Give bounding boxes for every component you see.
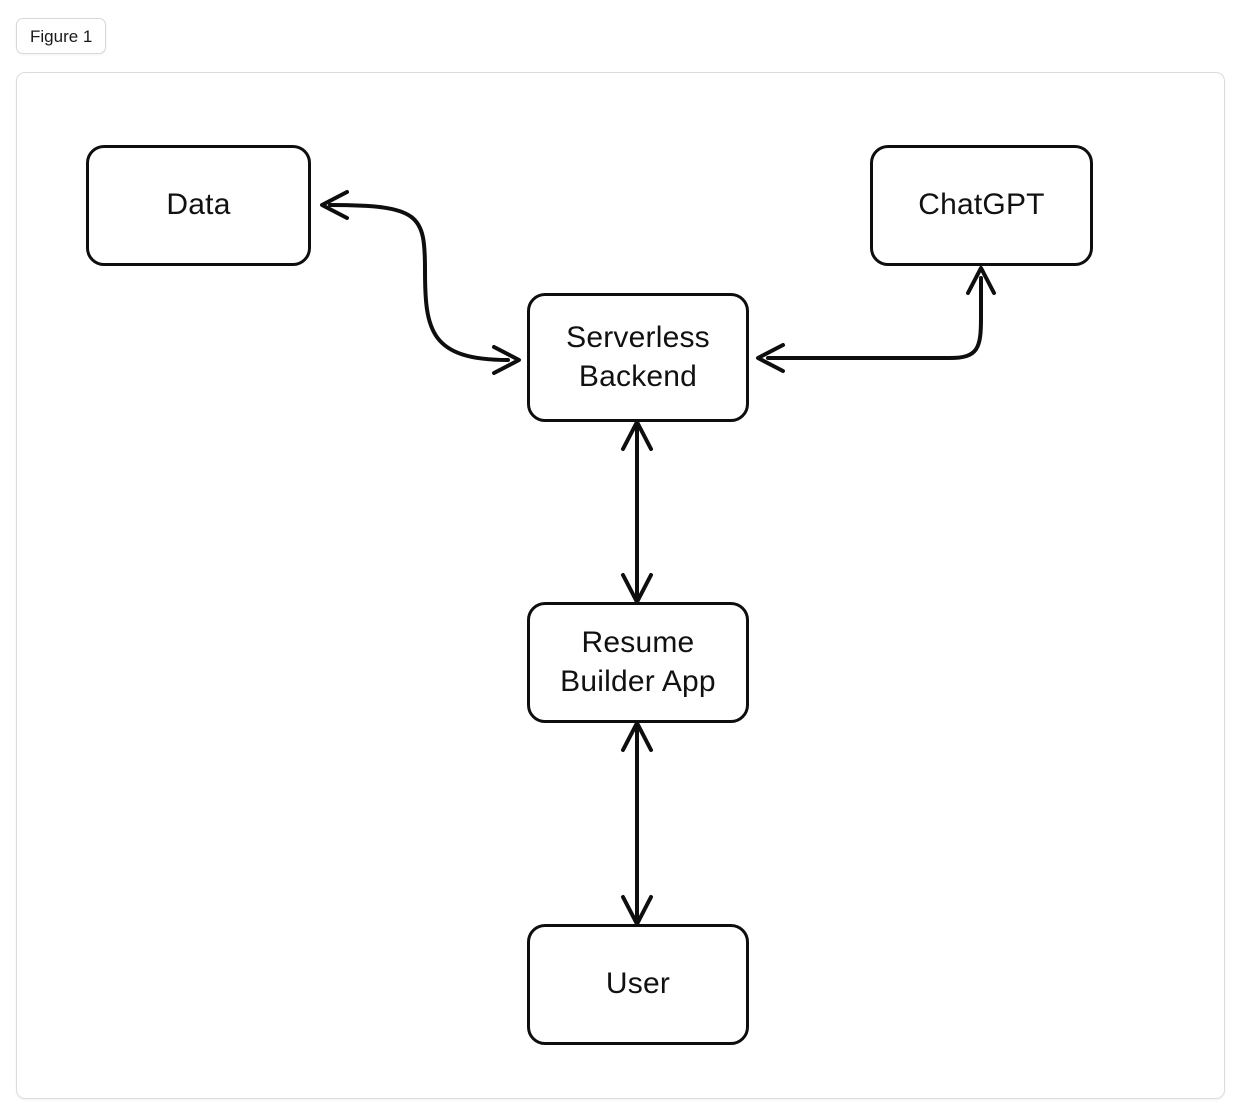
node-user-label: User — [605, 967, 671, 1001]
arrowhead-into-resume-app-bottom — [621, 721, 653, 752]
arrowhead-into-data — [320, 190, 349, 220]
edge-backend-resume-app — [621, 420, 653, 604]
edge-backend-chatgpt — [756, 266, 996, 373]
edge-backend-data — [320, 190, 521, 375]
node-data-label: Data — [166, 188, 231, 222]
node-chatgpt-label: ChatGPT — [918, 188, 1045, 222]
arrowhead-into-backend-left — [492, 345, 521, 375]
node-chatgpt[interactable]: ChatGPT — [870, 145, 1093, 266]
node-resume-builder-app[interactable]: Resume Builder App — [527, 602, 749, 723]
node-data[interactable]: Data — [86, 145, 311, 266]
edge-resume-app-user — [621, 721, 653, 926]
node-user[interactable]: User — [527, 924, 749, 1045]
arrowhead-into-backend-right — [756, 343, 785, 373]
figure-tab[interactable]: Figure 1 — [16, 18, 107, 54]
figure-tab-label: Figure 1 — [30, 26, 93, 46]
node-resume-builder-app-label: Resume Builder App — [560, 626, 716, 698]
arrowhead-into-chatgpt — [966, 266, 996, 295]
node-serverless-backend[interactable]: Serverless Backend — [527, 293, 749, 422]
arrowhead-into-backend-bottom — [621, 420, 653, 451]
node-serverless-backend-label: Serverless Backend — [566, 321, 710, 393]
